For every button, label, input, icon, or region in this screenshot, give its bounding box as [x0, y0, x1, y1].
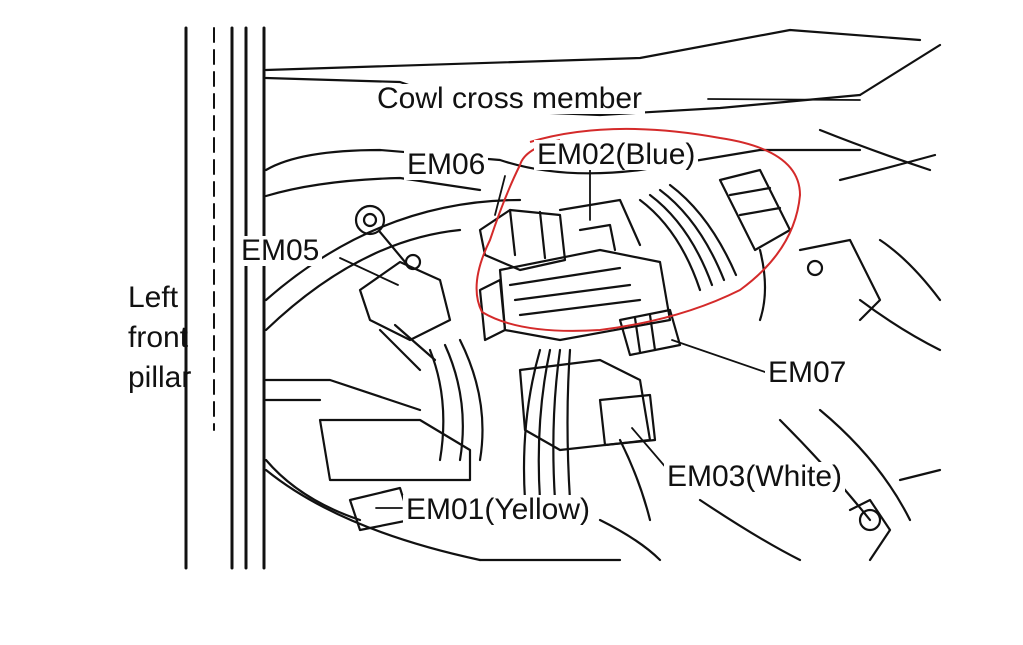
label-pillar-line-1: Left — [128, 281, 179, 314]
label-cowl-cross-member: Cowl cross member — [374, 84, 646, 114]
leader-lines — [339, 98, 861, 509]
label-left-front-pillar: Left front pillar — [128, 278, 191, 398]
em02-harness — [638, 168, 792, 322]
label-em05: EM05 — [238, 236, 323, 266]
label-em01: EM01(Yellow) — [403, 495, 593, 525]
annotation-circle — [475, 127, 802, 332]
label-em03: EM03(White) — [664, 462, 846, 492]
em05-connector — [354, 204, 452, 372]
label-pillar-line-3: pillar — [128, 361, 192, 394]
right-bracket — [798, 238, 942, 562]
label-pillar-line-2: front — [128, 321, 189, 354]
label-em07: EM07 — [765, 358, 850, 388]
label-em06: EM06 — [404, 150, 489, 180]
em06-connector — [478, 208, 567, 272]
label-em02: EM02(Blue) — [534, 140, 699, 170]
cowl-cross-member — [264, 28, 942, 352]
junction-block — [478, 198, 672, 342]
left-front-pillar — [184, 26, 266, 570]
lower-harness — [348, 338, 662, 562]
